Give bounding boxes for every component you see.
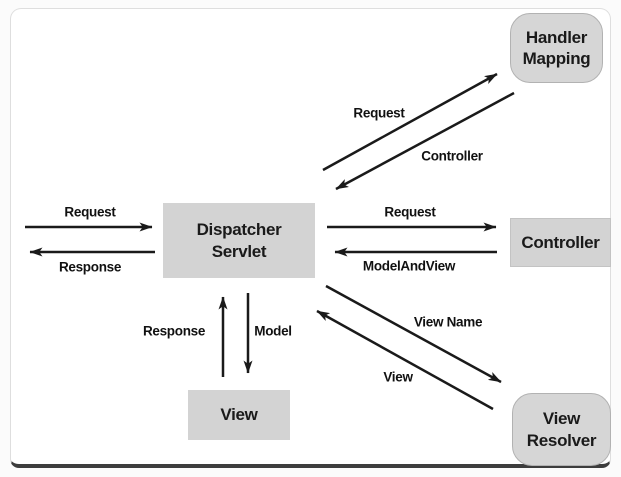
node-dispatcher-servlet: Dispatcher Servlet bbox=[163, 203, 315, 278]
edge-label-request-left: Request bbox=[64, 204, 116, 220]
node-controller: Controller bbox=[510, 218, 611, 267]
edge-label-controller-from-handler-mapping: Controller bbox=[421, 148, 483, 164]
node-label-handler-mapping: Handler Mapping bbox=[522, 27, 591, 68]
node-label-controller: Controller bbox=[521, 232, 600, 252]
node-label-view: View bbox=[220, 405, 258, 425]
edge-label-view-name: View Name bbox=[413, 314, 483, 330]
arrow-view-view-resolver-to-dispatcher bbox=[316, 309, 494, 411]
edge-label-request-to-controller: Request bbox=[384, 204, 436, 220]
edge-label-request-to-handler-mapping: Request bbox=[353, 105, 405, 121]
arrow-request-dispatcher-to-handler-mapping bbox=[322, 72, 498, 172]
edge-label-view: View bbox=[383, 369, 413, 385]
edge-label-response-vertical: Response bbox=[142, 323, 206, 339]
node-label-dispatcher-servlet: Dispatcher Servlet bbox=[196, 220, 282, 261]
edge-label-modelandview: ModelAndView bbox=[362, 258, 456, 274]
node-handler-mapping: Handler Mapping bbox=[510, 13, 603, 83]
arrow-controller-handler-mapping-to-dispatcher bbox=[335, 91, 515, 191]
node-view: View bbox=[188, 390, 290, 440]
node-view-resolver: View Resolver bbox=[512, 393, 611, 466]
edge-label-response-left: Response bbox=[58, 259, 122, 275]
arrow-view-name-dispatcher-to-view-resolver bbox=[325, 284, 502, 384]
edge-label-model: Model bbox=[254, 323, 292, 339]
node-label-view-resolver: View Resolver bbox=[526, 409, 597, 450]
